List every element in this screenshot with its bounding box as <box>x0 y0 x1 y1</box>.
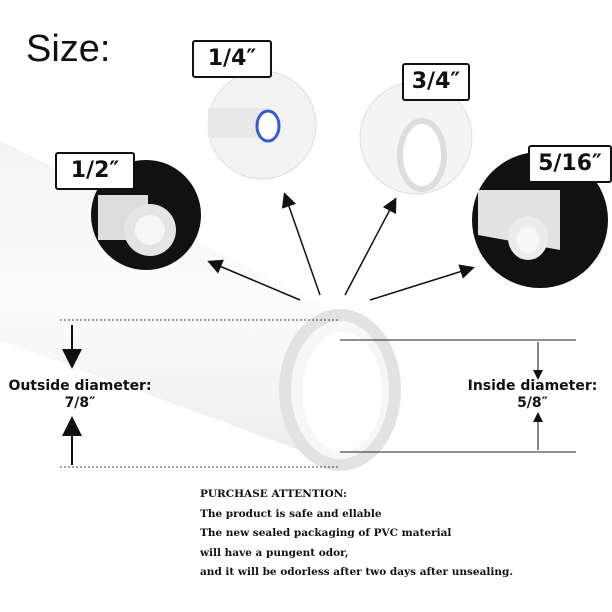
notice-line: The new sealed packaging of PVC material <box>200 527 452 539</box>
outside-diameter-value: 7/8″ <box>64 395 96 411</box>
inside-diameter-value: 5/8″ <box>517 395 548 411</box>
notice-line: The product is safe and ellable <box>200 507 382 520</box>
size-tag-five-sixteenth: 5/16″ <box>528 145 612 183</box>
inside-diameter: Inside diameter: 5/8″ <box>455 378 610 412</box>
inside-diameter-label: Inside diameter: <box>467 378 598 394</box>
size-tag-three-quarter: 3/4″ <box>402 63 470 101</box>
notice-line: will have a pungent odor, <box>200 546 349 559</box>
outside-diameter: Outside diameter: 7/8″ <box>0 378 160 412</box>
size-tag-half: 1/2″ <box>55 152 135 190</box>
purchase-notice: PURCHASE ATTENTION: The product is safe … <box>200 485 513 583</box>
notice-heading: PURCHASE ATTENTION: <box>200 488 347 500</box>
tube-body <box>0 140 340 465</box>
size-tag-quarter: 1/4″ <box>192 40 272 78</box>
outside-diameter-label: Outside diameter: <box>8 378 152 394</box>
size-title: Size: <box>26 28 111 70</box>
notice-line: and it will be odorless after two days a… <box>200 566 514 578</box>
